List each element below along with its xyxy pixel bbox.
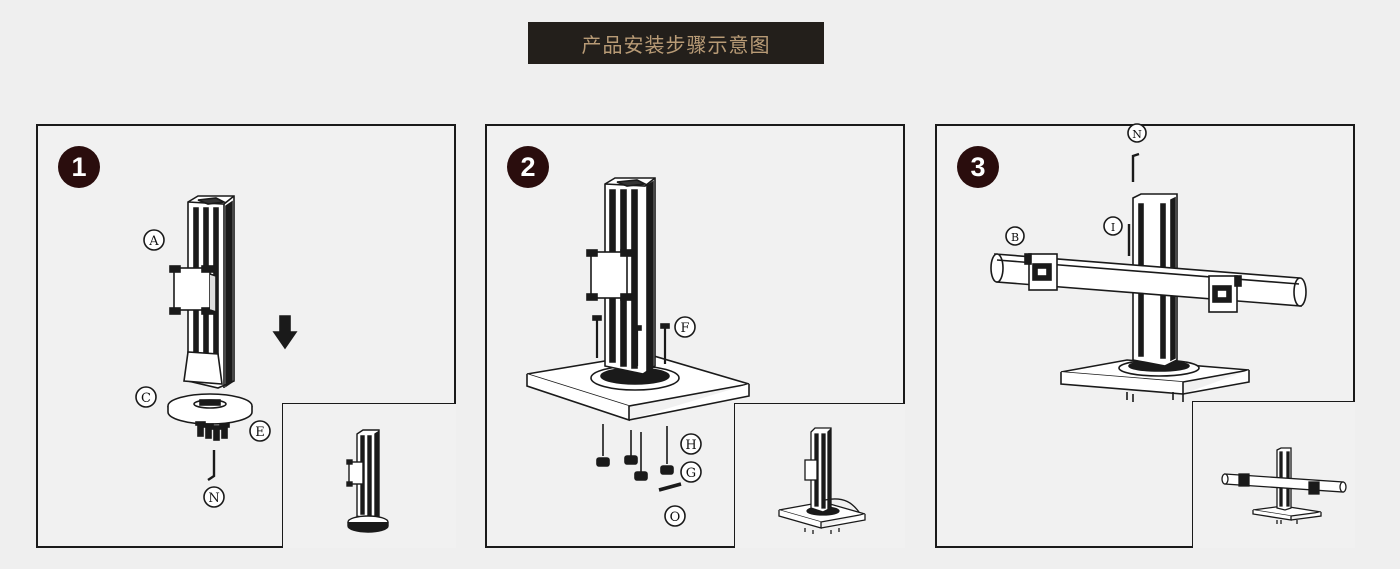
nuts-g	[596, 455, 674, 481]
label-n: N	[1132, 128, 1142, 141]
monitor-clamp-left	[1024, 253, 1058, 291]
step-1-diagram: A C E N	[135, 195, 298, 508]
label-i: I	[1111, 221, 1115, 234]
step-2-inset	[734, 403, 905, 548]
label-n: N	[208, 491, 219, 506]
step-2-panel: 2	[485, 124, 905, 548]
title-banner: 产品安装步骤示意图	[528, 22, 824, 64]
column	[604, 177, 656, 375]
step-2-badge: 2	[507, 146, 549, 188]
label-f: F	[680, 321, 689, 336]
step-1-badge: 1	[58, 146, 100, 188]
column-a	[183, 195, 235, 389]
rods-h	[602, 424, 668, 472]
label-o: O	[670, 510, 681, 525]
step-2-diagram: F H G O	[526, 177, 750, 527]
label-c: C	[141, 391, 151, 406]
label-e: E	[255, 425, 265, 440]
screws-e	[195, 421, 230, 441]
step-3-panel: 3	[935, 123, 1355, 548]
monitor-clamp-right	[1208, 275, 1242, 313]
step-1-panel: 1	[36, 124, 456, 548]
step-3-inset-diagram	[1221, 447, 1347, 524]
step-3-diagram: N I B	[990, 123, 1307, 402]
allen-key-icon	[1131, 152, 1140, 182]
mount-bracket	[169, 265, 217, 315]
down-arrow-icon	[272, 315, 298, 350]
allen-key-icon	[207, 450, 216, 481]
step-3-inset	[1192, 401, 1355, 548]
step-2-inset-diagram	[778, 427, 866, 534]
base-plate-c	[167, 393, 253, 425]
bolts-f	[592, 315, 670, 366]
mount-bracket	[586, 249, 634, 301]
step-1-inset-diagram	[346, 429, 389, 533]
label-h: H	[685, 438, 696, 453]
page-title: 产品安装步骤示意图	[581, 32, 771, 57]
label-a: A	[148, 234, 159, 249]
label-b: B	[1011, 231, 1019, 244]
wrench-o	[658, 482, 682, 492]
step-1-inset	[282, 403, 456, 548]
label-g: G	[686, 466, 696, 481]
step-3-badge: 3	[957, 146, 999, 188]
